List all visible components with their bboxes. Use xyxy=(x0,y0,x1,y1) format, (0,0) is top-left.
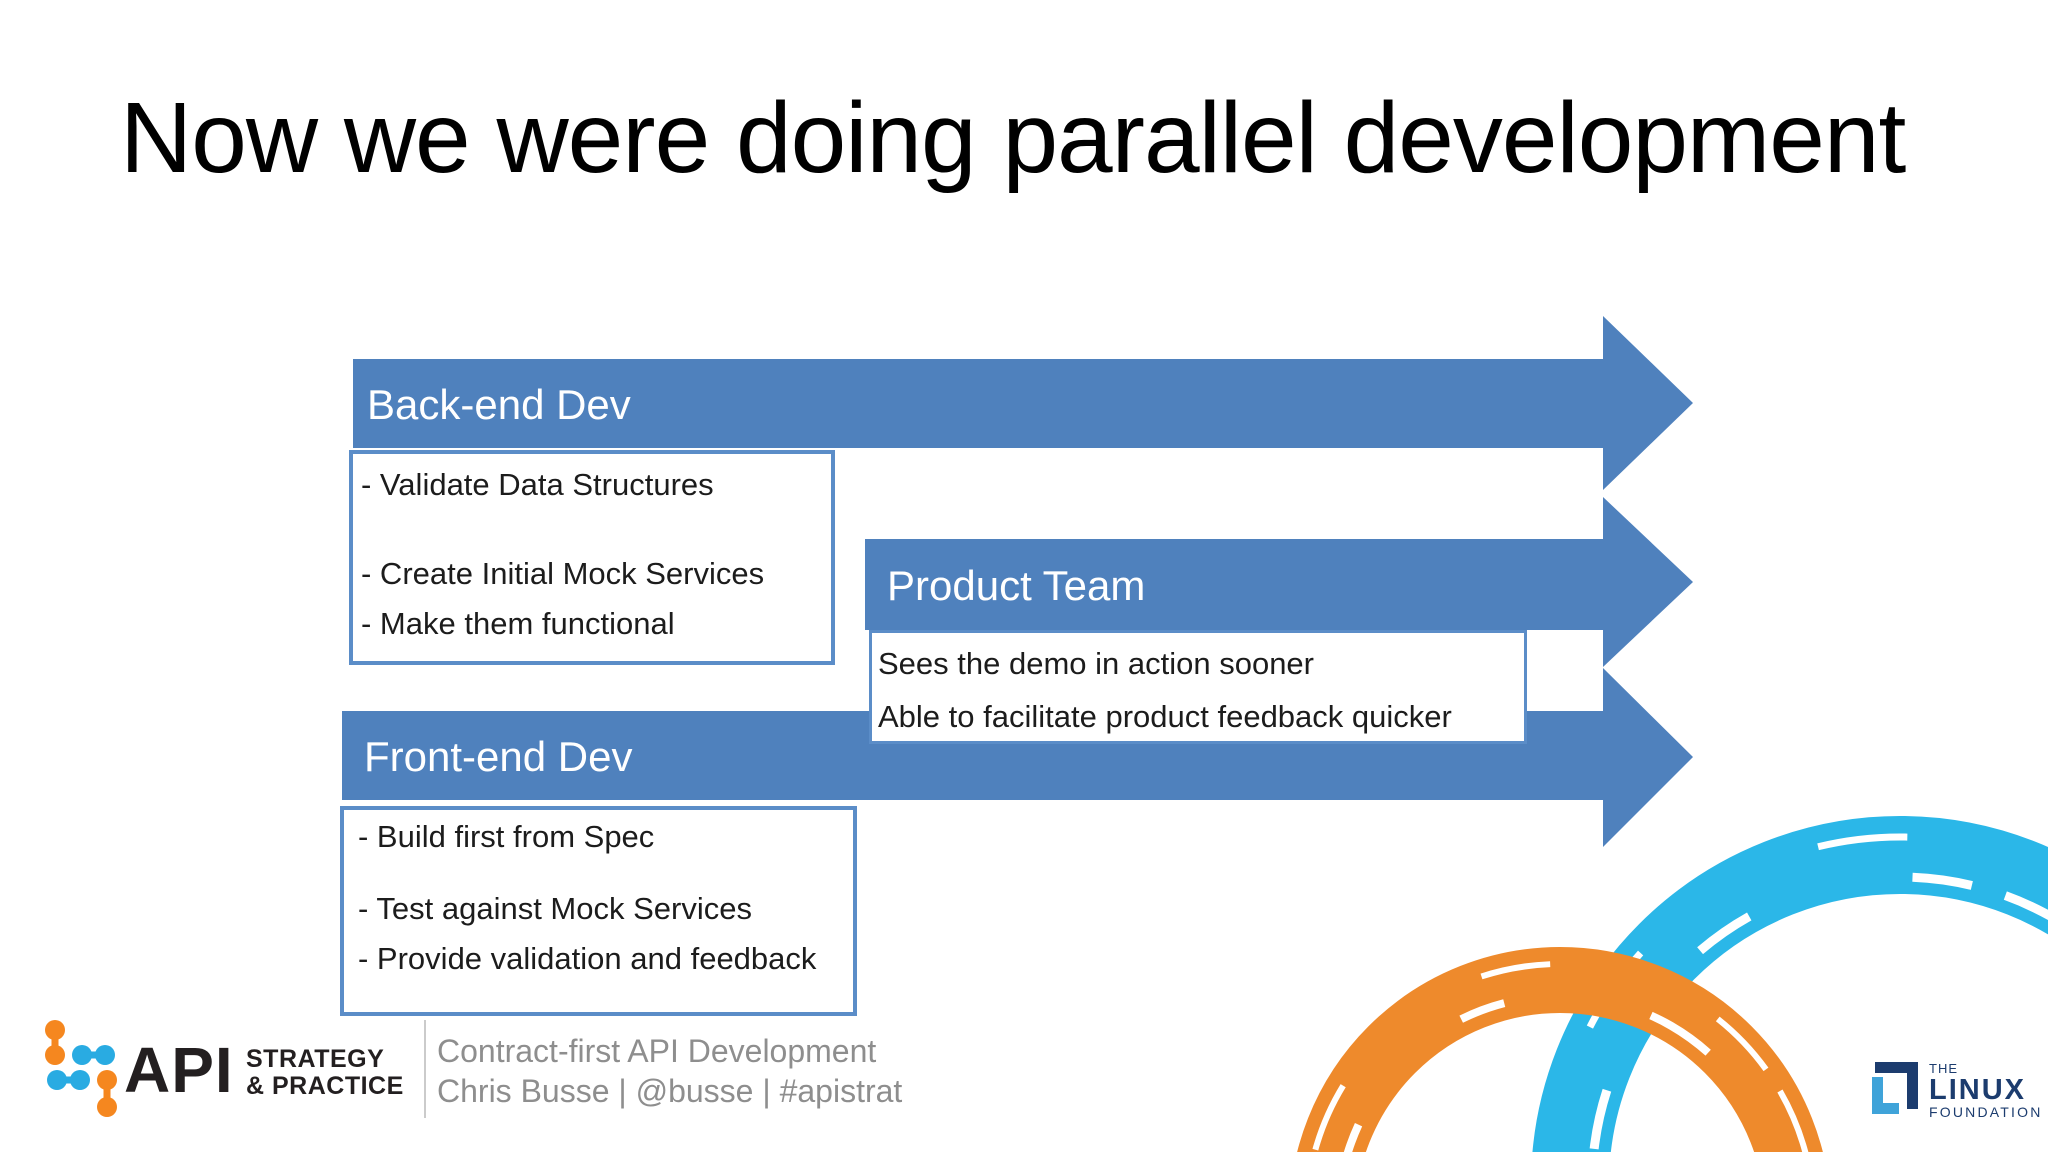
api-brand-subtitle: STRATEGY & PRACTICE xyxy=(246,1046,404,1100)
note-line: - Make them functional xyxy=(361,606,675,641)
backend-lane-label: Back-end Dev xyxy=(367,380,631,428)
speaker-credit: Chris Busse | @busse | #apistrat xyxy=(437,1073,903,1109)
backend-arrow xyxy=(353,316,1693,490)
note-line: - Create Initial Mock Services xyxy=(361,556,765,591)
api-logo-dots-icon xyxy=(45,1020,117,1117)
note-line: - Build first from Spec xyxy=(358,819,655,854)
linux-foundation-linux: LINUX xyxy=(1929,1074,2026,1106)
linux-foundation-the: THE xyxy=(1929,1061,1958,1076)
note-line: - Provide validation and feedback xyxy=(358,941,817,976)
note-line: - Validate Data Structures xyxy=(361,467,714,502)
page-title: Now we were doing parallel development xyxy=(120,82,1906,194)
linux-foundation-logo: THE LINUX FOUNDATION xyxy=(1872,1062,2043,1120)
api-brand-subtitle-line1: STRATEGY xyxy=(246,1045,385,1073)
note-line xyxy=(361,510,827,549)
api-brand-subtitle-line2: & PRACTICE xyxy=(246,1072,404,1100)
backend-notes-box: - Validate Data Structures - Create Init… xyxy=(349,450,835,665)
note-line: Sees the demo in action sooner xyxy=(878,646,1314,681)
cyan-brush-ring-icon xyxy=(1532,816,2048,1152)
note-line: Able to facilitate product feedback quic… xyxy=(878,699,1452,734)
frontend-notes-box: - Build first from Spec - Test against M… xyxy=(340,806,857,1016)
product-notes-box: Sees the demo in action sooner Able to f… xyxy=(869,630,1527,744)
talk-title: Contract-first API Development xyxy=(437,1033,877,1069)
footer-divider xyxy=(424,1020,426,1118)
note-line: - Test against Mock Services xyxy=(358,891,752,926)
linux-foundation-foundation: FOUNDATION xyxy=(1929,1104,2043,1120)
api-brand-wordmark: API xyxy=(124,1034,234,1106)
linux-foundation-icon xyxy=(1872,1062,1918,1114)
note-line xyxy=(358,862,849,884)
product-lane-label: Product Team xyxy=(887,561,1146,609)
product-arrow xyxy=(865,497,1693,667)
orange-brush-ring-icon xyxy=(1297,947,1823,1152)
frontend-lane-label: Front-end Dev xyxy=(364,732,633,780)
